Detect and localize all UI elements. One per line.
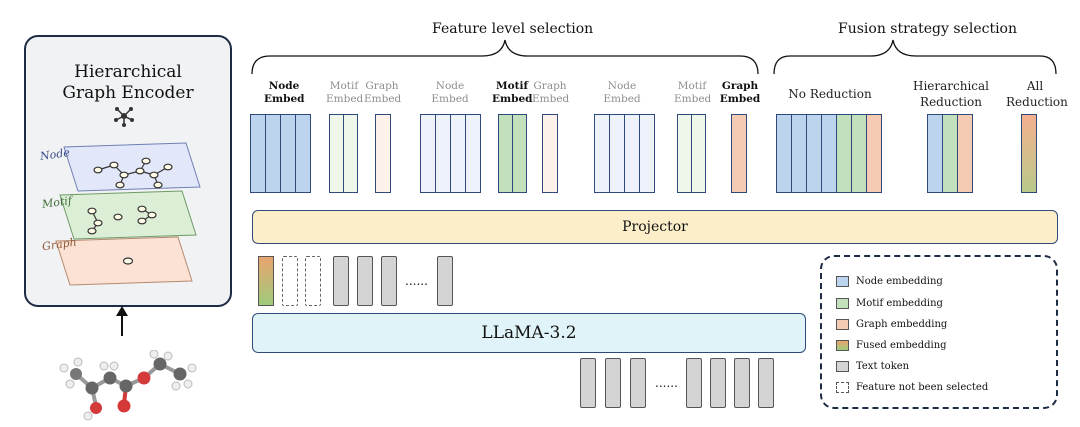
legend-item: Motif embedding (836, 296, 943, 310)
node-embed-cell (791, 114, 807, 193)
header-braces (251, 39, 1057, 75)
legend-swatch (836, 381, 849, 393)
node-embed-cell (265, 114, 281, 193)
node-embed-cell-faded (624, 114, 640, 193)
projector-block: Projector (252, 210, 1058, 244)
llama-block: LLaMA-3.2 (252, 313, 806, 353)
motif-layer-plane (59, 190, 197, 240)
node-embed-cell (927, 114, 943, 193)
node-embed-cell (776, 114, 792, 193)
molecule-icon (59, 350, 197, 421)
output-text-token (710, 358, 726, 408)
legend-box (820, 255, 1058, 409)
graph-embed-cell (866, 114, 882, 193)
fusion-brace (773, 39, 1057, 75)
motif-embed-cell-faded (329, 114, 344, 193)
graph-embed-cell-faded (542, 114, 558, 193)
graph-embed-cell (731, 114, 747, 193)
up-arrow-icon (116, 306, 128, 336)
node-embed-cell-faded (465, 114, 481, 193)
encoder-title: Hierarchical Graph Encoder (62, 62, 194, 103)
node-embed-cell-faded (435, 114, 451, 193)
motif-embed-cell-faded (677, 114, 692, 193)
text-token (437, 256, 453, 306)
legend-item: Graph embedding (836, 317, 947, 331)
node-embed-cell (295, 114, 311, 193)
output-token-ellipsis: ...... (655, 376, 678, 390)
fusion-strategy-header: Fusion strategy selection (838, 21, 1017, 37)
output-text-token (758, 358, 774, 408)
feature-brace (251, 39, 759, 75)
output-text-token (630, 358, 646, 408)
legend-swatch (836, 339, 849, 351)
text-token (381, 256, 397, 306)
output-text-token (605, 358, 621, 408)
legend-swatch (836, 318, 849, 330)
graph-star-icon (114, 107, 134, 127)
legend-swatch (836, 297, 849, 309)
output-text-token (580, 358, 596, 408)
motif-embed-cell (942, 114, 958, 193)
legend-swatch (836, 360, 849, 372)
output-text-token (686, 358, 702, 408)
text-token (357, 256, 373, 306)
node-embed-cell-faded (420, 114, 436, 193)
node-embed-cell-faded (639, 114, 655, 193)
motif-embed-cell-faded (691, 114, 706, 193)
token-ellipsis: ...... (405, 274, 428, 288)
legend-item: Feature not been selected (836, 380, 988, 394)
node-embed-cell (250, 114, 266, 193)
legend-item: Fused embedding (836, 338, 947, 352)
node-embed-cell (280, 114, 296, 193)
unselected-feature-slot (305, 256, 321, 306)
no-reduction-label: No Reduction (788, 87, 872, 101)
fused-token (258, 256, 274, 306)
motif-embed-cell-faded (343, 114, 358, 193)
legend-swatch (836, 275, 849, 287)
feature-level-header: Feature level selection (432, 21, 594, 37)
motif-embed-cell (851, 114, 867, 193)
text-token (333, 256, 349, 306)
graph-embed-cell-faded (375, 114, 391, 193)
motif-embed-cell (498, 114, 513, 193)
node-embed-cell-faded (609, 114, 625, 193)
fused-embed-cell (1021, 114, 1037, 193)
motif-embed-cell (512, 114, 527, 193)
node-embed-cell-faded (450, 114, 466, 193)
node-layer-plane (63, 142, 201, 192)
encoder-illustration (55, 107, 201, 286)
output-text-token (734, 358, 750, 408)
node-embed-cell (821, 114, 837, 193)
node-embed-cell-faded (594, 114, 610, 193)
legend-item: Text token (836, 359, 909, 373)
unselected-feature-slot (282, 256, 298, 306)
motif-embed-cell (836, 114, 852, 193)
node-embed-cell (806, 114, 822, 193)
graph-embed-cell (957, 114, 973, 193)
legend-item: Node embedding (836, 274, 943, 288)
